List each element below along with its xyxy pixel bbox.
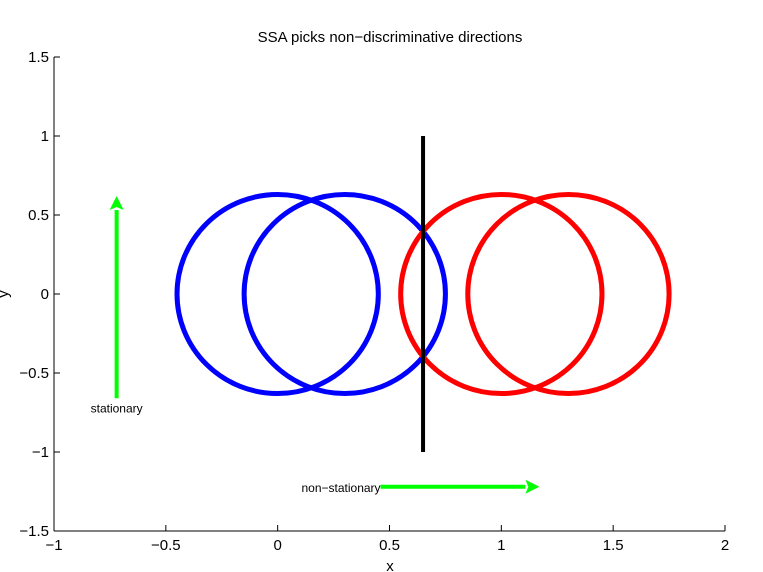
x-tick-label: 2 [721,537,729,554]
x-tick-label: 0 [273,537,281,554]
y-tick-label: −1 [32,444,49,461]
x-tick-label: −1 [45,537,62,554]
arrow-head [525,479,540,494]
y-tick-label: −1.5 [19,523,49,540]
x-tick-label: 1 [497,537,505,554]
y-tick-label: 1.5 [28,49,49,66]
y-tick-label: −0.5 [19,365,49,382]
circle-blue [174,191,381,397]
x-tick-label: −0.5 [151,537,181,554]
y-tick-label: 0 [41,286,49,303]
y-tick-label: 1 [41,128,49,145]
x-tick-label: 0.5 [379,537,400,554]
x-tick-label: 1.5 [603,537,624,554]
circle-red [465,191,672,397]
chart-title: SSA picks non−discriminative directions [258,29,523,46]
stationary-label: stationary [91,401,143,415]
circle-blue [241,191,448,397]
y-axis-label: y [0,290,12,298]
plot-area [109,136,672,494]
circle-red [398,191,605,397]
non-stationary-label: non−stationary [301,481,380,495]
arrow-head [109,196,124,211]
y-tick-label: 0.5 [28,207,49,224]
x-axis-label: x [386,558,394,572]
